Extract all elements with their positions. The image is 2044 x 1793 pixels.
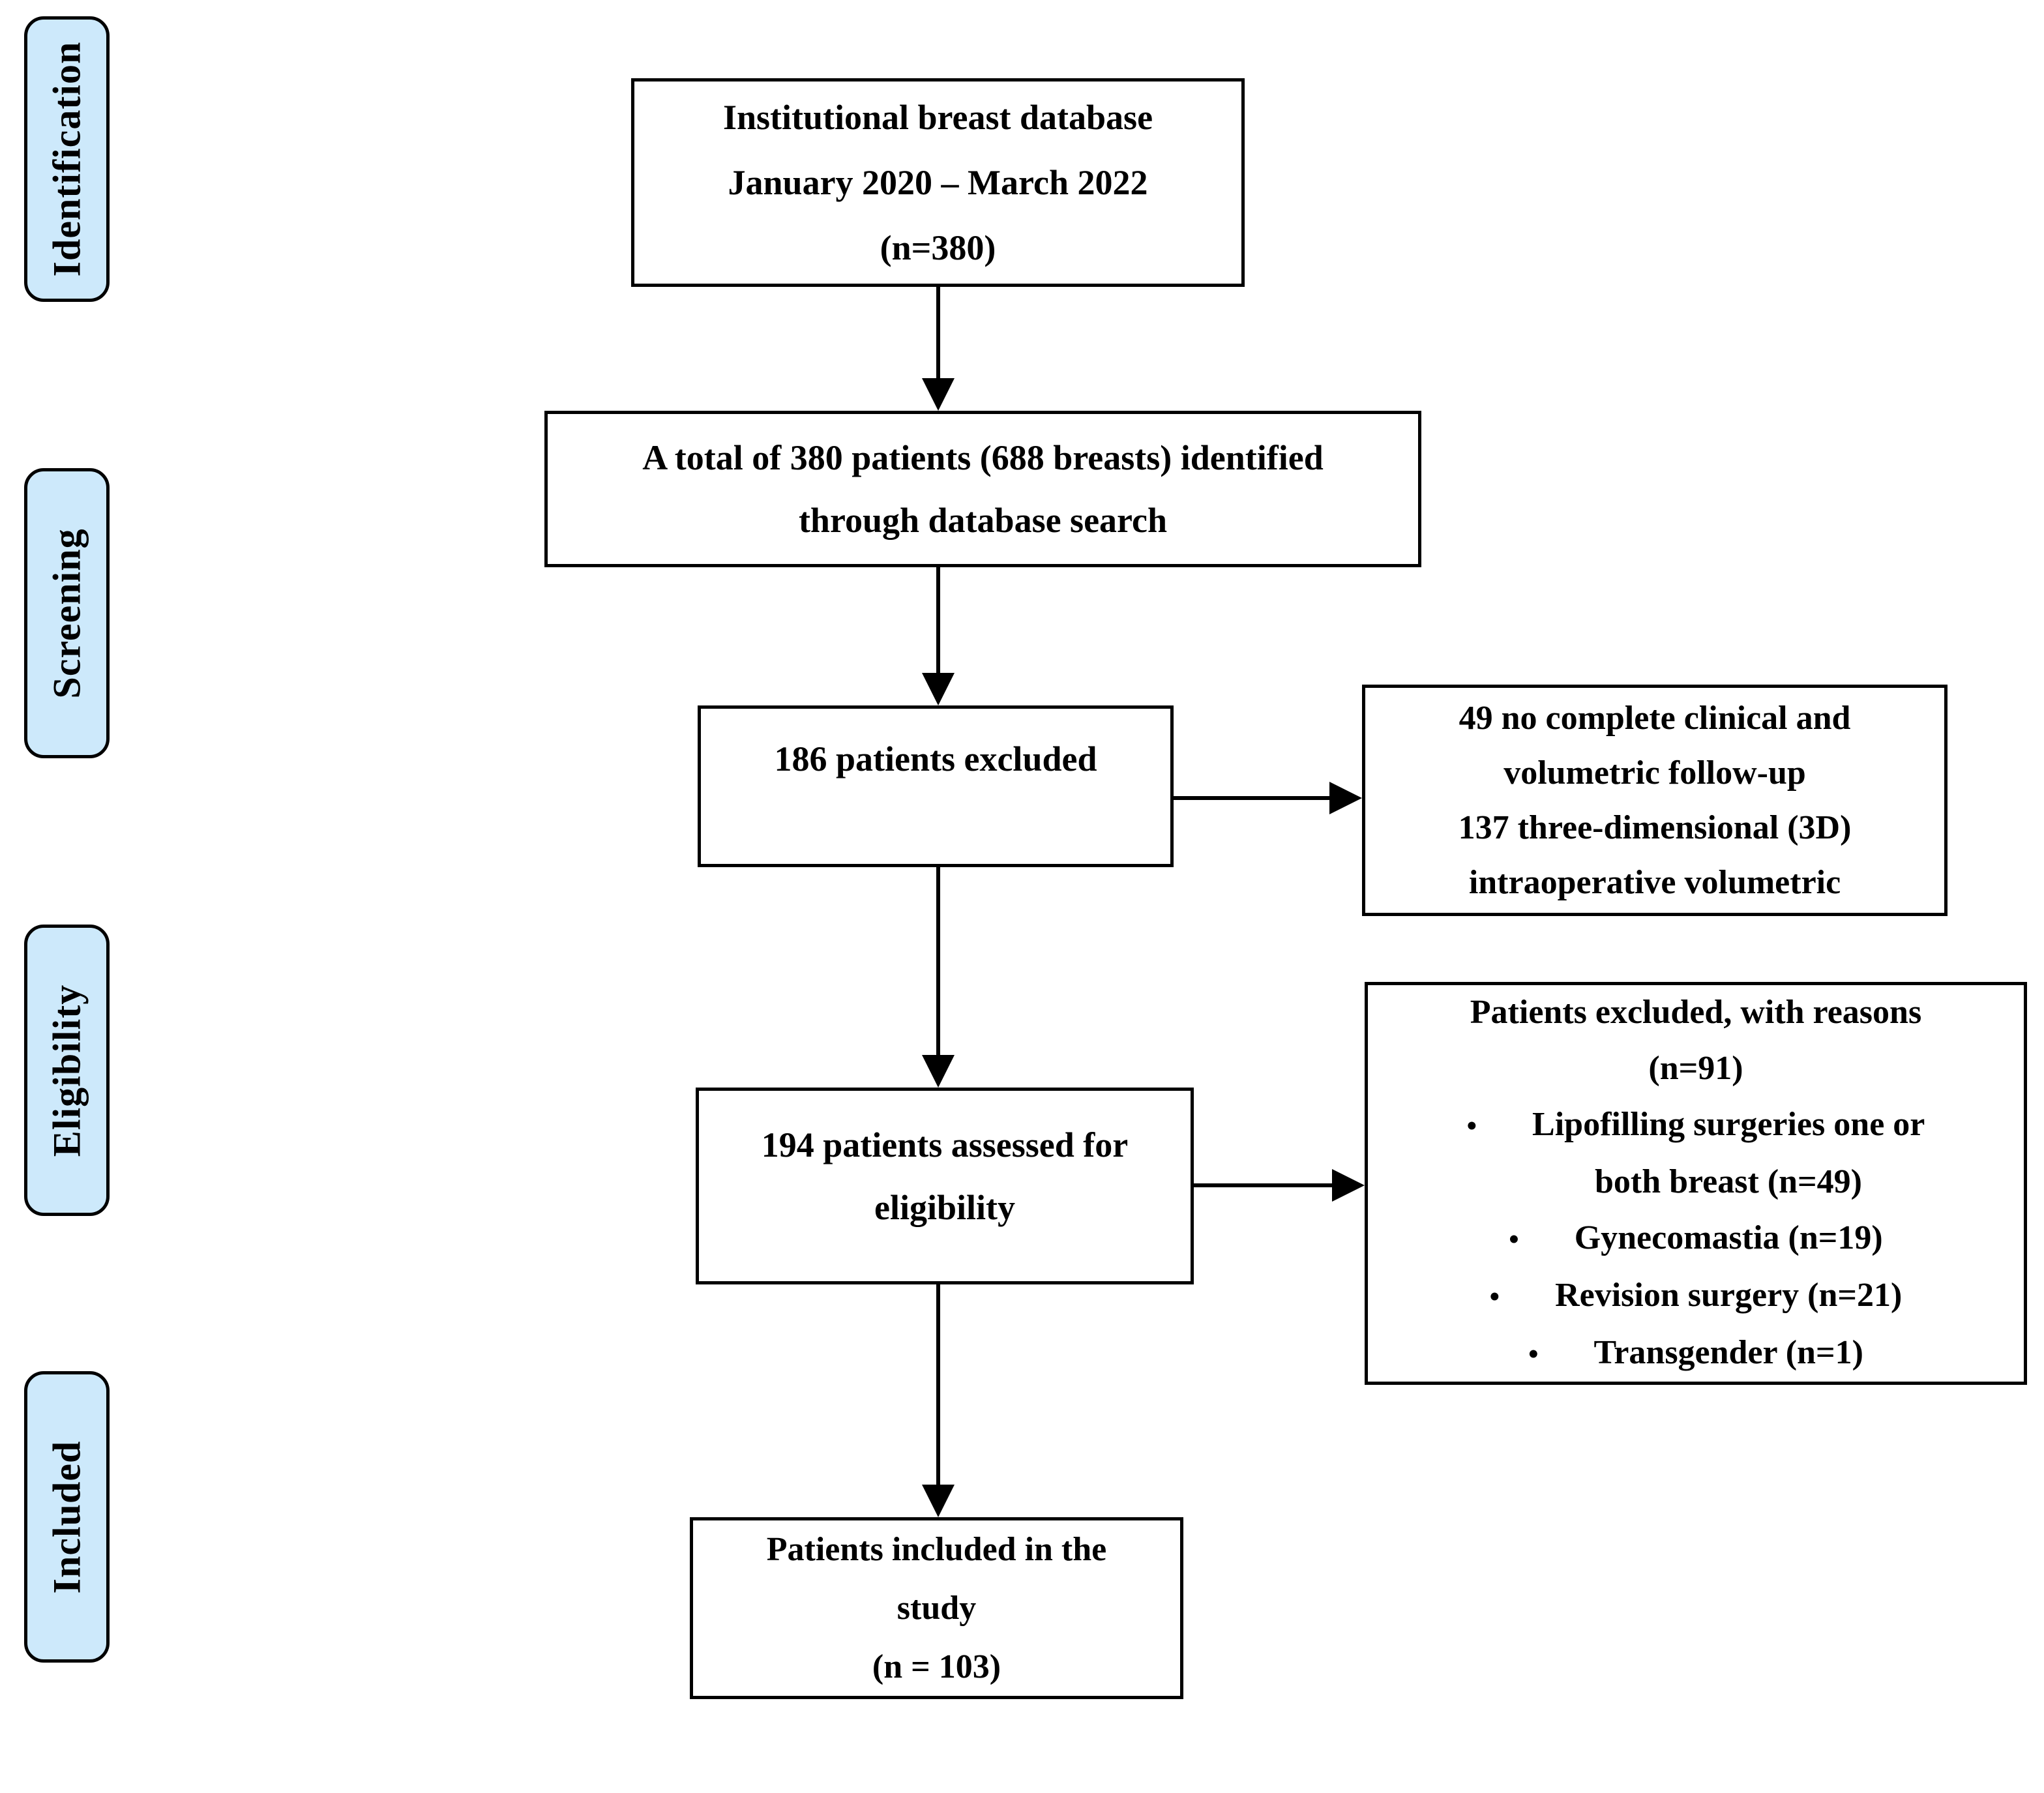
stage-label-identification: Identification bbox=[45, 41, 88, 277]
arrowhead-right-icon bbox=[1332, 1169, 1365, 1202]
bullet-text: Gynecomastia (n=19) bbox=[1574, 1219, 1883, 1256]
bullet-item-gynecomastia: • Gynecomastia (n=19) bbox=[1368, 1210, 2024, 1267]
node-title-line: (n=91) bbox=[1648, 1050, 1743, 1087]
bullet-text: Transgender (n=1) bbox=[1593, 1334, 1863, 1371]
bullet-item-revision-surgery: • Revision surgery (n=21) bbox=[1368, 1267, 2024, 1325]
stage-band-identification: Identification bbox=[24, 16, 110, 302]
stage-band-eligibility: Eligibility bbox=[24, 925, 110, 1216]
node-text-line: intraoperative volumetric bbox=[1468, 863, 1841, 901]
stage-band-screening: Screening bbox=[24, 468, 110, 758]
node-patients-included: Patients included in the study (n = 103) bbox=[690, 1517, 1183, 1699]
bullet-icon: • bbox=[1509, 1223, 1519, 1255]
node-text-line: Institutional breast database bbox=[722, 98, 1153, 137]
arrowhead-down-icon bbox=[922, 378, 955, 411]
node-text-line: (n=380) bbox=[880, 228, 996, 267]
stage-band-included: Included bbox=[24, 1371, 110, 1663]
stage-label-screening: Screening bbox=[45, 527, 88, 699]
connector-database-to-identified bbox=[936, 287, 940, 378]
stage-label-eligibility: Eligibility bbox=[45, 984, 88, 1157]
node-exclusion-reasons: Patients excluded, with reasons (n=91) •… bbox=[1365, 982, 2027, 1385]
node-patients-identified: A total of 380 patients (688 breasts) id… bbox=[544, 411, 1421, 567]
connector-assessed-to-included bbox=[936, 1284, 940, 1485]
node-text-line: A total of 380 patients (688 breasts) id… bbox=[642, 438, 1324, 477]
connector-excluded-to-assessed bbox=[936, 867, 940, 1055]
node-text-line: (n = 103) bbox=[872, 1648, 1001, 1685]
node-text-line: 49 no complete clinical and bbox=[1459, 699, 1851, 737]
node-title-line: Patients excluded, with reasons bbox=[1470, 994, 1922, 1031]
arrowhead-right-icon bbox=[1329, 782, 1362, 814]
arrowhead-down-icon bbox=[922, 673, 955, 705]
node-text-line: volumetric follow-up bbox=[1503, 754, 1806, 792]
node-text-line: 137 three-dimensional (3D) bbox=[1458, 808, 1852, 846]
node-text-line: eligibility bbox=[874, 1188, 1015, 1227]
bullet-item-lipofilling: • Lipofilling surgeries one or bbox=[1368, 1097, 2024, 1154]
node-institutional-database: Institutional breast database January 20… bbox=[631, 78, 1245, 287]
bullet-icon: • bbox=[1466, 1110, 1477, 1142]
arrowhead-down-icon bbox=[922, 1055, 955, 1088]
arrowhead-down-icon bbox=[922, 1485, 955, 1517]
node-text-line: 194 patients assessed for bbox=[761, 1125, 1129, 1164]
node-patients-excluded: 186 patients excluded bbox=[698, 705, 1174, 867]
bullet-icon: • bbox=[1528, 1338, 1539, 1370]
node-exclusion-detail: 49 no complete clinical and volumetric f… bbox=[1362, 685, 1948, 916]
node-text-line: study bbox=[896, 1589, 977, 1627]
node-text-line: through database search bbox=[798, 501, 1168, 540]
bullet-text: Revision surgery (n=21) bbox=[1555, 1277, 1903, 1314]
node-text-line: Patients included in the bbox=[766, 1530, 1107, 1568]
connector-excluded-to-detail bbox=[1174, 796, 1329, 800]
connector-identified-to-excluded bbox=[936, 567, 940, 673]
bullet-text: Lipofilling surgeries one or bbox=[1532, 1106, 1925, 1143]
bullet-item-transgender: • Transgender (n=1) bbox=[1368, 1325, 2024, 1382]
node-text-line: January 2020 – March 2022 bbox=[728, 163, 1148, 202]
bullet-icon: • bbox=[1489, 1281, 1500, 1312]
bullet-item-lipofilling-wrap: both breast (n=49) bbox=[1594, 1163, 1863, 1200]
node-assessed-for-eligibility: 194 patients assessed for eligibility bbox=[696, 1088, 1194, 1284]
connector-assessed-to-reasons bbox=[1194, 1183, 1332, 1187]
node-text-line: 186 patients excluded bbox=[774, 739, 1097, 778]
stage-label-included: Included bbox=[45, 1440, 88, 1593]
